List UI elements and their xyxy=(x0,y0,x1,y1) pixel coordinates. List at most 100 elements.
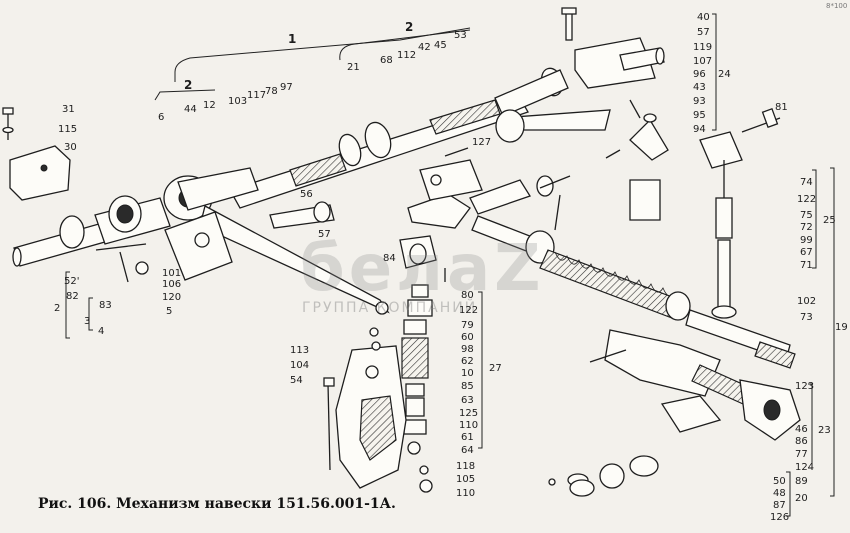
callout-label: 68 xyxy=(380,55,393,66)
callout-label: 31 xyxy=(62,104,75,115)
callout-label: 85 xyxy=(461,381,474,392)
callout-label: 115 xyxy=(58,124,78,135)
watermark-brand: белаZ xyxy=(300,232,545,306)
callout-label: 98 xyxy=(461,344,474,355)
callout-label: 57 xyxy=(697,27,710,38)
callout-label: 117 xyxy=(247,90,267,101)
callout-label: 83 xyxy=(99,300,112,311)
callout-label: 122 xyxy=(459,305,479,316)
callout-label: 44 xyxy=(184,104,197,115)
callout-label: 25 xyxy=(823,215,836,226)
lower-clevis xyxy=(323,327,407,489)
callout-label: 84 xyxy=(383,253,396,264)
callout-label: 43 xyxy=(693,82,706,93)
callout-label: 119 xyxy=(693,42,713,53)
callout-label: 2 xyxy=(405,20,414,34)
callout-label: 20 xyxy=(795,493,808,504)
callout-label: 48 xyxy=(773,488,786,499)
callout-label: 97 xyxy=(280,82,293,93)
callout-label: 3 xyxy=(84,316,91,327)
left-lift-arm xyxy=(163,167,390,315)
callout-label: 23 xyxy=(818,425,831,436)
callout-label: 110 xyxy=(456,488,476,499)
callout-label: 64 xyxy=(461,445,474,456)
callout-label: 53 xyxy=(454,30,467,41)
callout-label: 123 xyxy=(795,381,815,392)
group-brackets xyxy=(65,13,835,517)
callout-label: 2 xyxy=(184,78,193,92)
figure-caption: Рис. 106. Механизм навески 151.56.001-1А… xyxy=(38,496,396,512)
callout-label: 95 xyxy=(693,110,706,121)
brace-rod xyxy=(629,107,781,319)
callout-label: 62 xyxy=(461,356,474,367)
callout-label: 118 xyxy=(456,461,476,472)
callout-label: 104 xyxy=(290,360,310,371)
callout-label: 102 xyxy=(797,296,817,307)
callout-label: 61 xyxy=(461,432,474,443)
callout-label: 120 xyxy=(162,292,182,303)
callout-label: 127 xyxy=(472,137,492,148)
callout-label: 50 xyxy=(773,476,786,487)
lower-link xyxy=(589,329,801,441)
callout-label: 122 xyxy=(797,194,817,205)
callout-label: 80 xyxy=(461,290,474,301)
callout-label: 19 xyxy=(835,322,848,333)
spring-coils xyxy=(539,249,681,319)
callout-label: 54 xyxy=(290,375,303,386)
callout-label: 79 xyxy=(461,320,474,331)
callout-label: 77 xyxy=(795,449,808,460)
callout-label: 63 xyxy=(461,395,474,406)
callout-label: 81 xyxy=(775,102,788,113)
callout-label: 124 xyxy=(795,462,815,473)
callout-label: 21 xyxy=(347,62,360,73)
callout-label: 60 xyxy=(461,332,474,343)
callout-label: 87 xyxy=(773,500,786,511)
spring-strut xyxy=(471,215,796,369)
watermark-subtitle: ГРУППА КОМПАНИЙ xyxy=(302,300,478,316)
callout-label: 10 xyxy=(461,368,474,379)
callout-label: 30 xyxy=(64,142,77,153)
callout-label: 1 xyxy=(288,32,297,46)
cross-shaft xyxy=(229,67,569,209)
callout-label: 56 xyxy=(300,189,313,200)
callout-label: 103 xyxy=(228,96,248,107)
callout-label: 5 xyxy=(166,306,173,317)
center-stack xyxy=(399,235,446,493)
callout-label: 113 xyxy=(290,345,310,356)
callout-label: 78 xyxy=(265,86,278,97)
cap-block-30 xyxy=(2,107,71,201)
callout-label: 110 xyxy=(459,420,479,431)
callout-label: 52' xyxy=(64,276,80,287)
callout-label: 71 xyxy=(800,260,813,271)
callout-label: 82 xyxy=(66,291,79,302)
callout-label: 101 xyxy=(162,268,182,279)
callout-label: 40 xyxy=(697,12,710,23)
callout-label: 107 xyxy=(693,56,713,67)
callout-label: 57 xyxy=(318,229,331,240)
callout-label: 96 xyxy=(693,69,706,80)
callout-label: 73 xyxy=(800,312,813,323)
callout-label: 72 xyxy=(800,222,813,233)
callout-label: 112 xyxy=(397,50,417,61)
callout-label: 4 xyxy=(98,326,105,337)
callout-label: 93 xyxy=(693,96,706,107)
callout-label: 86 xyxy=(795,436,808,447)
callout-label: 75 xyxy=(800,210,813,221)
callout-label: 12 xyxy=(203,100,216,111)
callout-label: 89 xyxy=(795,476,808,487)
corner-mark: 8*100 xyxy=(826,2,848,10)
callout-label: 126 xyxy=(770,512,790,523)
ball-joint-parts xyxy=(548,455,659,497)
callout-label: 67 xyxy=(800,247,813,258)
callout-label: 125 xyxy=(459,408,479,419)
right-shaft-end xyxy=(495,7,665,143)
callout-label: 99 xyxy=(800,235,813,246)
callout-label: 6 xyxy=(158,112,165,123)
callout-label: 45 xyxy=(434,40,447,51)
callout-label: 42 xyxy=(418,42,431,53)
callout-label: 106 xyxy=(162,279,182,290)
callout-label: 2 xyxy=(54,303,61,314)
callout-label: 105 xyxy=(456,474,476,485)
